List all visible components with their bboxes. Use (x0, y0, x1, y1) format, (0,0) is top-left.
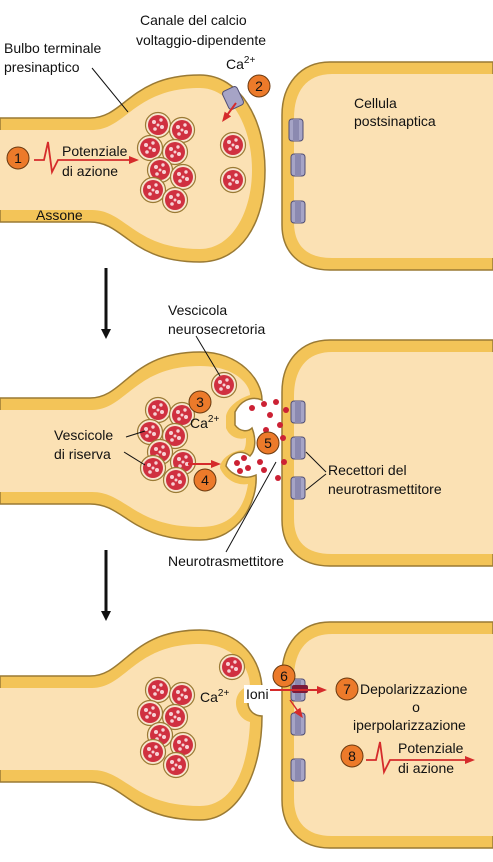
step-marker-2: 2 (247, 74, 271, 98)
hyperpolarization-label: iperpolarizzazione (353, 717, 466, 733)
reserve-vesicles-label-line2: di riserva (54, 446, 111, 462)
svg-text:6: 6 (280, 668, 288, 684)
action-potential-arrow (34, 141, 139, 176)
svg-text:2: 2 (255, 78, 263, 94)
action-potential-label-line2: di azione (62, 163, 118, 179)
action-potential-2-label-line1: Potenziale (398, 740, 464, 756)
panel-2: 3 4 5 Vescicola neurosecretoria Ca2+ Ves… (0, 302, 493, 569)
svg-text:4: 4 (201, 472, 209, 488)
step-marker-6: 6 (272, 664, 296, 688)
svg-text:3: 3 (196, 394, 204, 410)
action-potential-2-label-line2: di azione (398, 760, 454, 776)
step-marker-5: 5 (256, 431, 280, 455)
depolarization-label: Depolarizzazione (360, 681, 468, 697)
step-marker-7: 7 (335, 677, 359, 701)
or-label: o (412, 699, 420, 715)
receptors-label-line1: Recettori del (328, 462, 407, 478)
svg-text:7: 7 (343, 681, 351, 697)
panel-1: 1 2 Bulbo terminale presinaptico Canale … (0, 12, 493, 271)
action-potential-label-line1: Potenziale (62, 143, 128, 159)
ca-ion-label: Ca2+ (190, 414, 219, 431)
svg-text:5: 5 (264, 435, 272, 451)
receptors-label-line2: neurotrasmettitore (328, 481, 442, 497)
ions-label: Ioni (246, 686, 269, 702)
action-potential-arrow-2 (366, 741, 475, 776)
ca-ion-label: Ca2+ (226, 55, 255, 72)
svg-text:1: 1 (14, 150, 22, 166)
step-marker-8: 8 (340, 744, 364, 768)
step-marker-4: 4 (193, 468, 217, 492)
postsynaptic-label-line2: postsinaptica (354, 113, 436, 129)
calcium-channel-label-line2: voltaggio-dipendente (136, 32, 266, 48)
panel-3: 6 7 8 Ca2+ Ioni Depolarizzazione o iperp… (0, 621, 493, 849)
reserve-vesicles-label-line1: Vescicole (54, 427, 113, 443)
step-marker-3: 3 (188, 390, 212, 414)
calcium-channel-label-line1: Canale del calcio (140, 12, 247, 28)
ca-ion-label: Ca2+ (200, 688, 229, 705)
calcium-channel (222, 86, 244, 123)
svg-text:8: 8 (348, 748, 356, 764)
bulb-label-line1: Bulbo terminale (4, 40, 101, 56)
bulb-label-line2: presinaptico (4, 59, 80, 75)
axon-label: Assone (36, 207, 83, 223)
vesicle-label-line2: neurosecretoria (168, 321, 265, 337)
released-neurotransmitter (234, 399, 289, 481)
postsynaptic-label-line1: Cellula (354, 95, 397, 111)
vesicle-label-line1: Vescicola (168, 302, 227, 318)
neurotransmitter-label: Neurotrasmettitore (168, 553, 284, 569)
step-marker-1: 1 (6, 146, 30, 170)
